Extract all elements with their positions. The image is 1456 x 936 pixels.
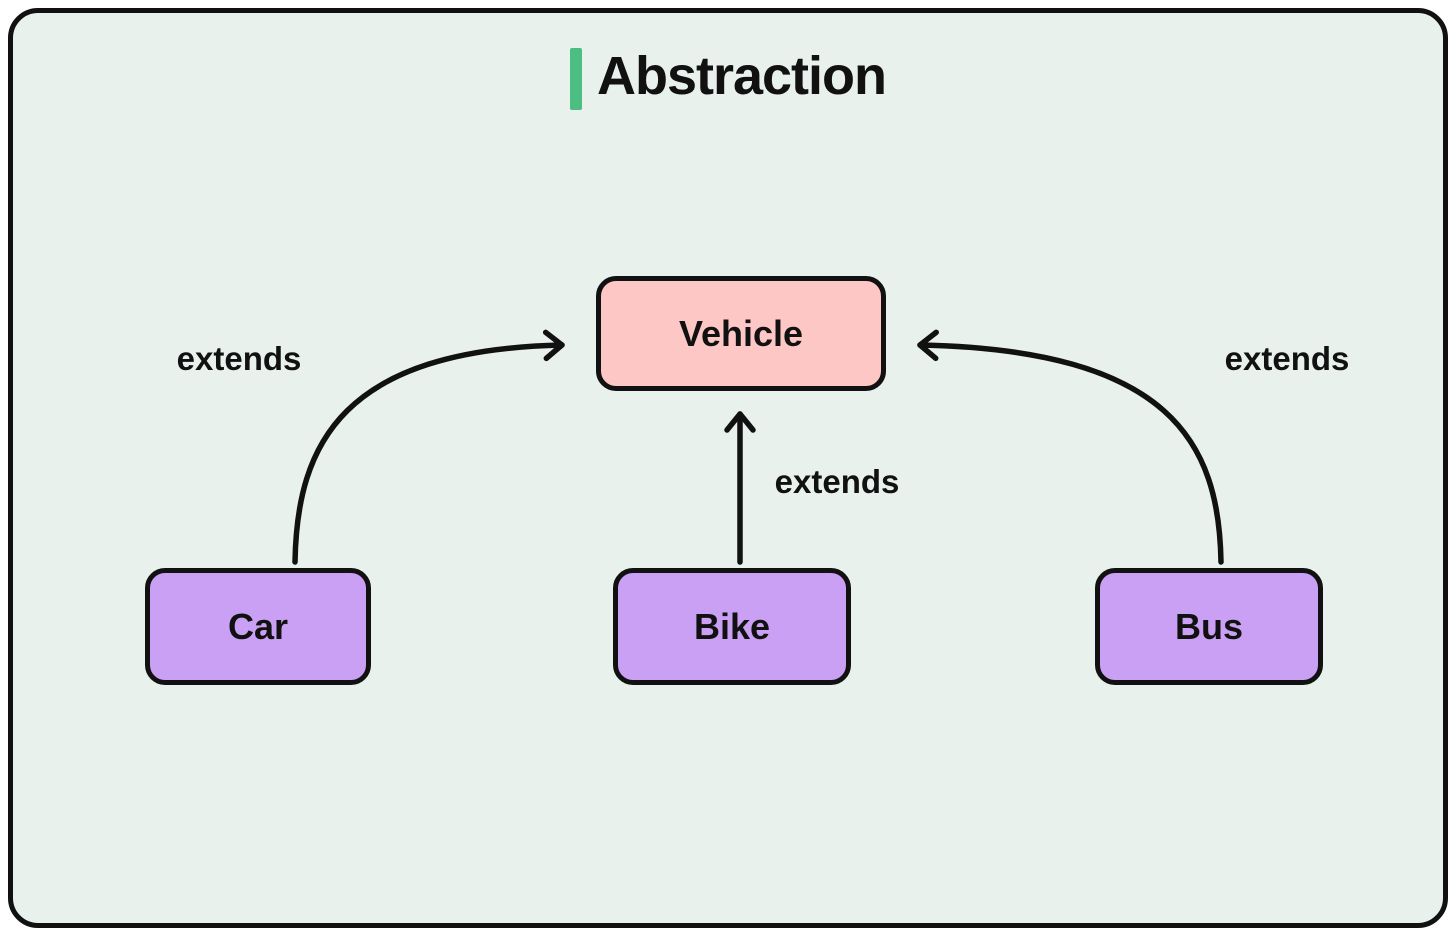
node-bus: Bus — [1095, 568, 1323, 685]
edge-bus-to-vehicle — [917, 329, 1224, 565]
edge-label-bike-extends: extends — [774, 463, 900, 500]
title-accent-bar — [569, 48, 582, 110]
node-bus-label: Bus — [1174, 605, 1243, 647]
node-vehicle-label: Vehicle — [678, 312, 804, 354]
title-row: Abstraction — [13, 46, 1443, 112]
node-vehicle: Vehicle — [596, 276, 886, 391]
edge-car-to-vehicle — [292, 329, 565, 565]
node-bike: Bike — [613, 568, 851, 685]
node-car-label: Car — [227, 605, 289, 647]
edges-layer — [292, 329, 1224, 565]
edge-label-car-extends: extends — [176, 340, 302, 377]
node-car: Car — [145, 568, 371, 685]
diagram-title: Abstraction — [596, 46, 887, 106]
node-bike-label: Bike — [693, 605, 771, 647]
edge-label-bus-extends: extends — [1224, 340, 1350, 377]
diagram-panel: Abstraction Vehicle Car Bike Bus extends… — [8, 8, 1448, 928]
